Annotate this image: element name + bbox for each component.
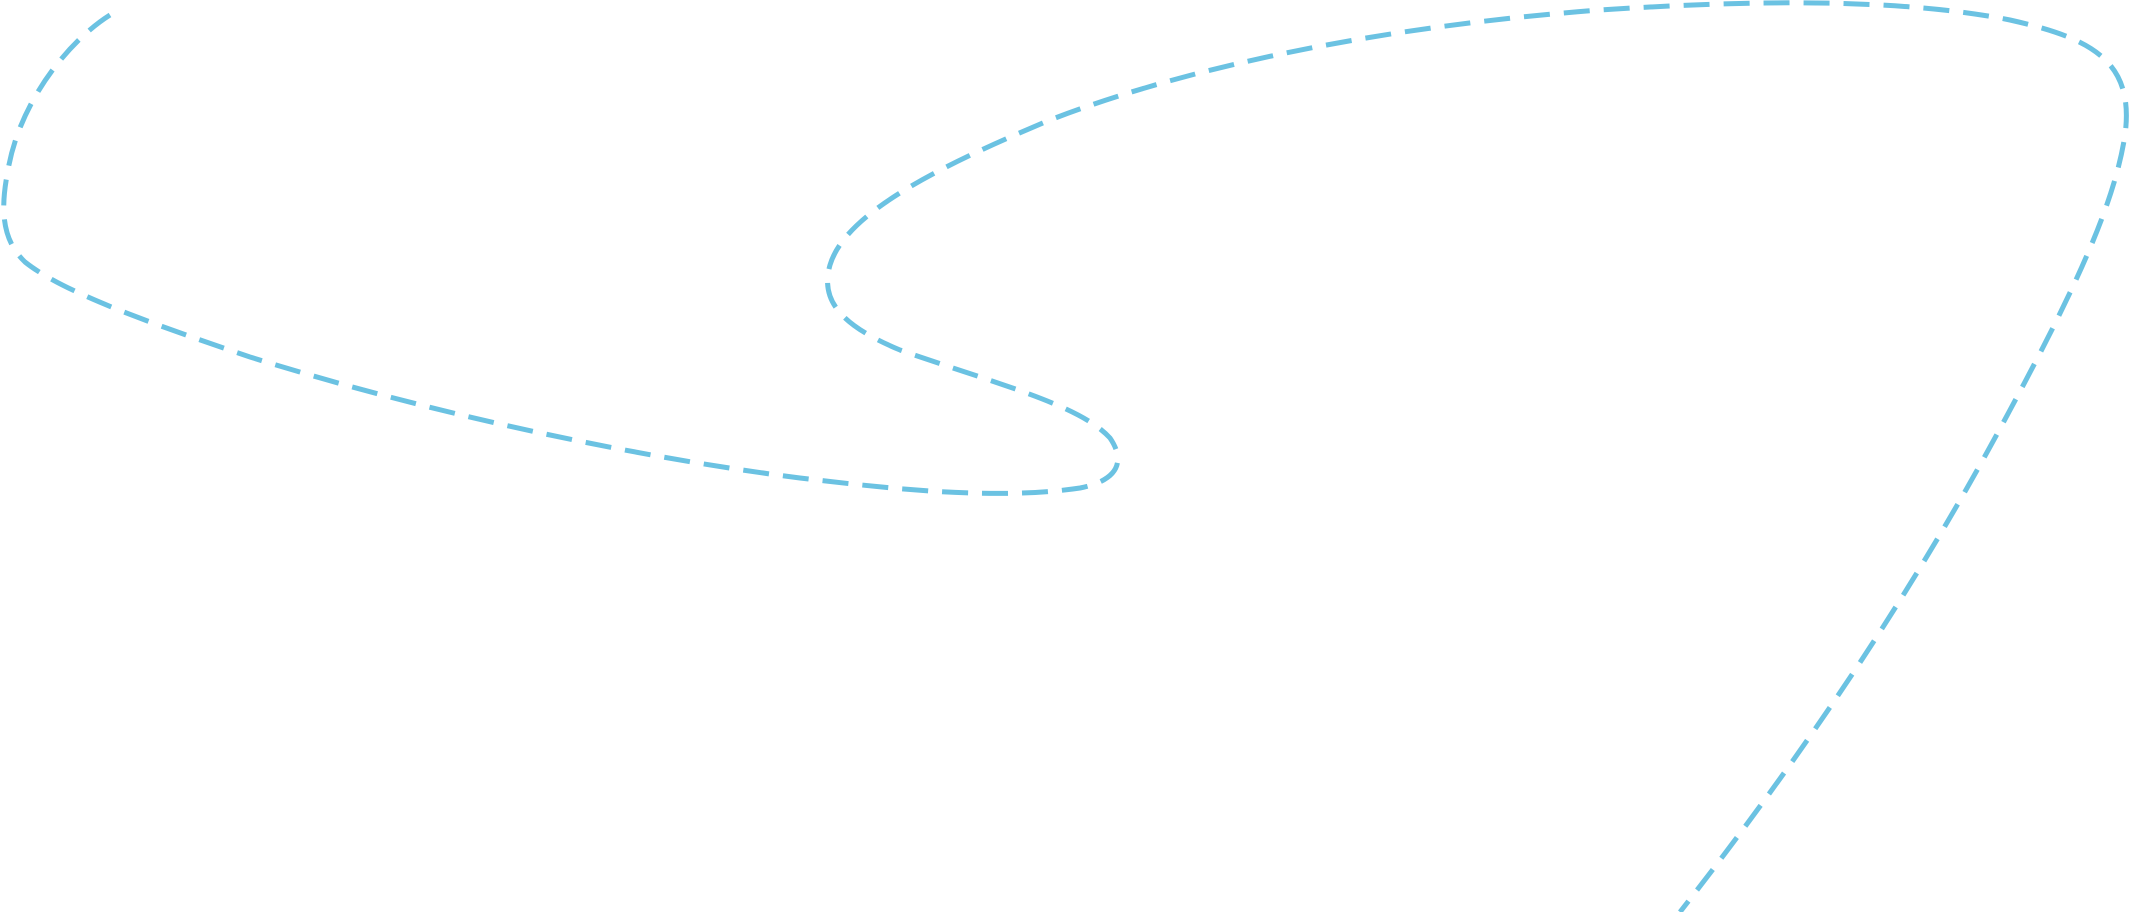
decorative-canvas bbox=[1, 0, 2129, 912]
dashed-curve-path bbox=[1, 0, 2129, 912]
